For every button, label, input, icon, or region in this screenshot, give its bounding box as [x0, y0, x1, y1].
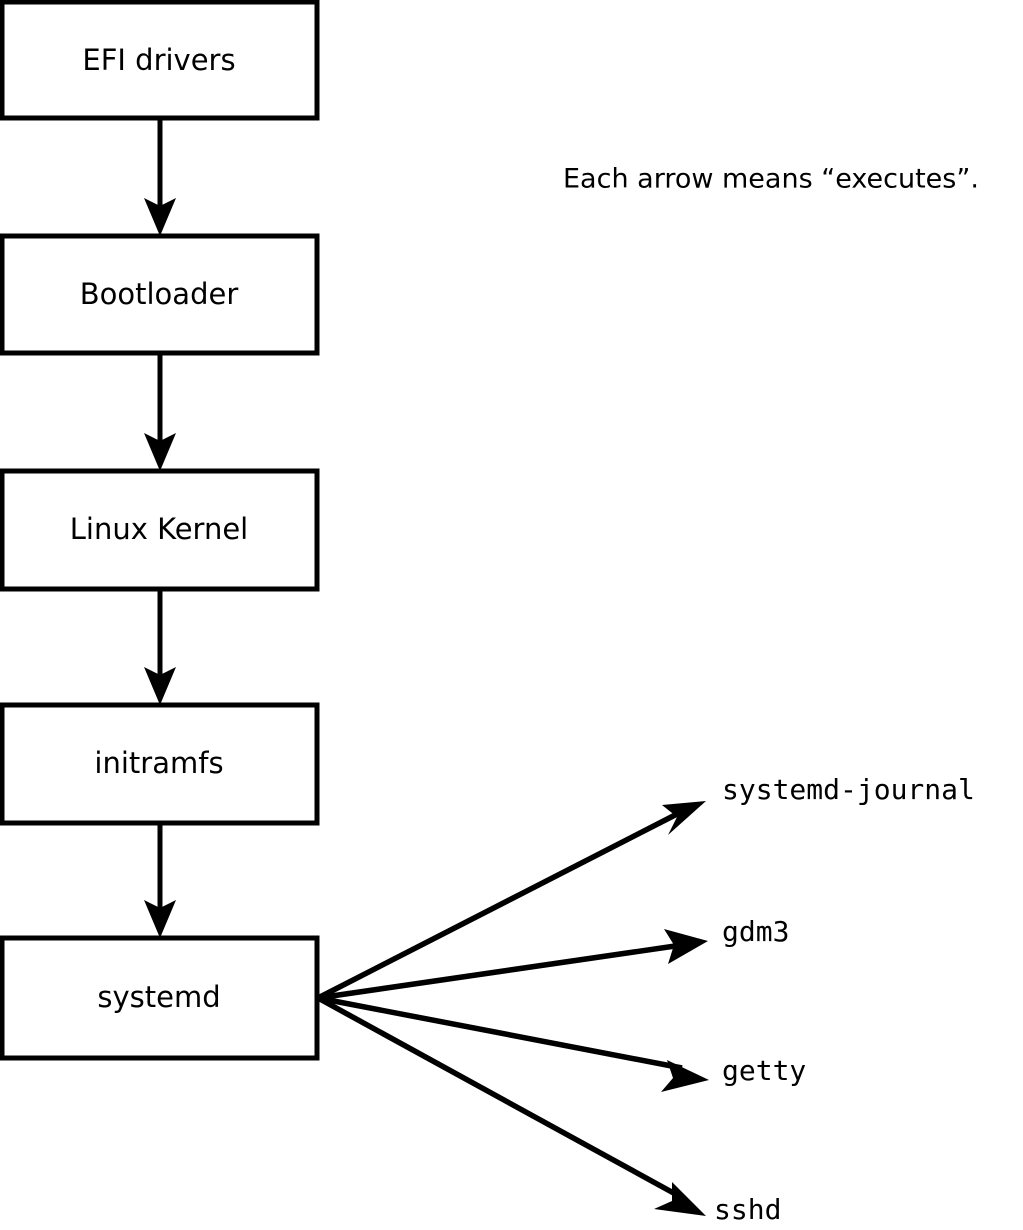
systemd-fanout-arrows [316, 801, 709, 1216]
stage-box [0, 233, 320, 356]
arrow-head-icon [144, 198, 176, 236]
arrow-systemd-to-sshd [316, 995, 706, 1216]
service-label-gdm3: gdm3 [722, 915, 789, 948]
arrow-initramfs-to-systemd [144, 823, 176, 938]
stage-systemd[interactable]: systemd [0, 935, 320, 1061]
stage-initramfs[interactable]: initramfs [0, 702, 320, 826]
arrow-head-icon [144, 433, 176, 471]
service-label-sshd: sshd [714, 1193, 781, 1226]
stage-label: Bootloader [80, 277, 239, 311]
stage-label: EFI drivers [82, 43, 235, 77]
stage-label: initramfs [94, 746, 223, 780]
stage-label: systemd [97, 980, 220, 1014]
arrow-head-icon [661, 1060, 709, 1092]
boot-chain-stages: EFI drivers Bootloader Linux Kernel init… [0, 0, 320, 1061]
arrow-systemd-to-getty [317, 995, 709, 1092]
stage-box [0, 702, 320, 826]
arrow-head-icon [654, 1182, 706, 1216]
arrow-head-icon [144, 667, 176, 705]
arrow-linux-kernel-to-initramfs [144, 589, 176, 705]
arrow-head-icon [144, 900, 176, 938]
stage-efi-drivers[interactable]: EFI drivers [0, 0, 320, 121]
arrow-systemd-to-gdm3 [317, 929, 708, 1001]
arrow-head-icon [664, 929, 708, 964]
stage-box [0, 468, 320, 592]
systemd-service-labels: systemd-journal gdm3 getty sshd [714, 773, 975, 1226]
stage-box [0, 935, 320, 1061]
arrow-shaft [316, 809, 683, 1001]
service-label-systemd-journal: systemd-journal [722, 773, 975, 806]
arrow-efi-drivers-to-bootloader [144, 118, 176, 236]
legend-note: Each arrow means “executes”. [563, 164, 979, 195]
arrow-shaft [317, 995, 683, 1071]
stage-linux-kernel[interactable]: Linux Kernel [0, 468, 320, 592]
stage-bootloader[interactable]: Bootloader [0, 233, 320, 356]
stage-label: Linux Kernel [70, 512, 248, 546]
arrow-shaft [317, 942, 683, 1001]
arrow-head-icon [662, 801, 706, 835]
service-label-getty: getty [722, 1054, 806, 1087]
stage-box [0, 0, 320, 121]
arrow-bootloader-to-linux-kernel [144, 353, 176, 471]
arrow-shaft [316, 995, 681, 1199]
arrow-systemd-to-systemd-journal [316, 801, 706, 1001]
boot-chain-connectors [144, 118, 176, 938]
